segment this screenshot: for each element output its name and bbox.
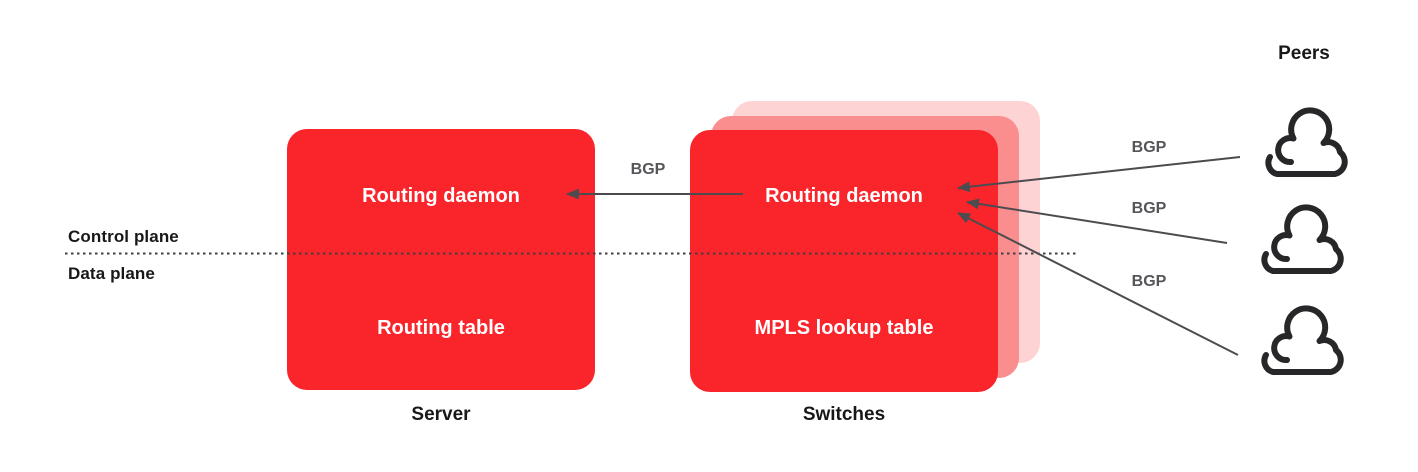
control-plane-label: Control plane bbox=[68, 227, 179, 246]
bgp-label-peer-2: BGP bbox=[1131, 200, 1167, 217]
switch-mpls-lookup-table-label: MPLS lookup table bbox=[754, 317, 934, 339]
data-plane-label: Data plane bbox=[68, 264, 155, 283]
server-box: Routing daemon Routing table bbox=[287, 129, 595, 390]
bgp-label-peer-1: BGP bbox=[1131, 139, 1167, 156]
server-caption: Server bbox=[411, 404, 471, 425]
bgp-label-server-link: BGP bbox=[630, 161, 666, 178]
peer-cloud-icon bbox=[1268, 110, 1344, 174]
switch-routing-daemon-label: Routing daemon bbox=[765, 185, 923, 207]
peer-cloud-icon bbox=[1264, 207, 1340, 271]
bgp-label-peer-3: BGP bbox=[1131, 273, 1167, 290]
peers-title: Peers bbox=[1278, 43, 1330, 64]
switches-box: Routing daemon MPLS lookup table bbox=[690, 130, 998, 392]
server-routing-table-label: Routing table bbox=[377, 317, 505, 339]
server-routing-daemon-label: Routing daemon bbox=[362, 185, 520, 207]
switches-caption: Switches bbox=[802, 404, 886, 425]
peer-cloud-icon bbox=[1264, 308, 1340, 372]
